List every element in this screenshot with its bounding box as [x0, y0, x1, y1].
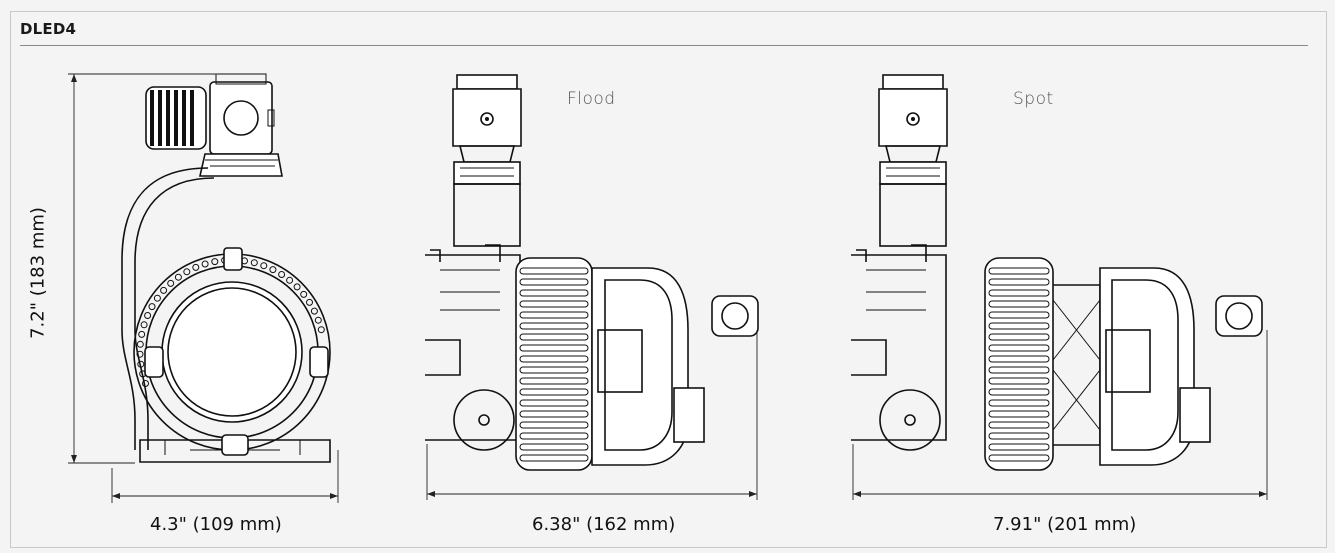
- flood-view-title: Flood: [567, 89, 616, 109]
- title-divider: [20, 45, 1308, 46]
- front-height-label: 7.2" (183 mm): [27, 207, 49, 339]
- spot-width-dimension: [852, 330, 1268, 500]
- product-title: DLED4: [20, 20, 77, 38]
- flood-width-dimension: [426, 330, 758, 500]
- front-height-dimension: [68, 73, 218, 464]
- spot-view-title: Spot: [1013, 89, 1054, 109]
- flood-view-drawing: [425, 74, 759, 471]
- front-width-label: 4.3" (109 mm): [150, 514, 282, 535]
- spot-view-drawing: [851, 74, 1263, 471]
- flood-width-label: 6.38" (162 mm): [532, 514, 676, 535]
- front-view-drawing: [121, 73, 331, 463]
- front-width-dimension: [111, 450, 339, 503]
- spot-width-label: 7.91" (201 mm): [993, 514, 1137, 535]
